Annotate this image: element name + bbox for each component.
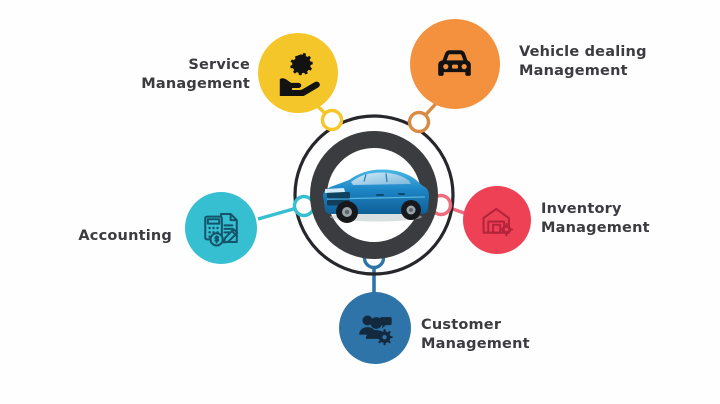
- warehouse-gear-icon: [482, 207, 514, 237]
- node-service-management[interactable]: [258, 33, 338, 113]
- node-customer-management[interactable]: [339, 292, 411, 364]
- label-service-management: Service Management: [141, 57, 250, 92]
- orbit-node-vehicle: [407, 110, 431, 134]
- label-vehicle-dealing-management: Vehicle dealing Management: [519, 44, 647, 79]
- connector-line-accounting: [257, 204, 305, 221]
- orbit-node-service: [320, 108, 344, 132]
- calculator-invoice-pen-icon: [204, 212, 239, 247]
- hand-holding-gear-icon: [279, 52, 320, 96]
- label-accounting: Accounting: [78, 228, 172, 244]
- car-front-icon: [438, 50, 471, 76]
- label-inventory-management: Inventory Management: [541, 201, 650, 236]
- node-inventory-management[interactable]: [463, 186, 531, 254]
- node-accounting[interactable]: [185, 192, 257, 264]
- users-gear-chat-icon: [359, 315, 393, 346]
- node-vehicle-dealing-management[interactable]: [410, 19, 500, 109]
- center-hub: [310, 131, 438, 259]
- label-customer-management: Customer Management: [421, 317, 530, 352]
- blue-suv-car-image: [323, 169, 429, 223]
